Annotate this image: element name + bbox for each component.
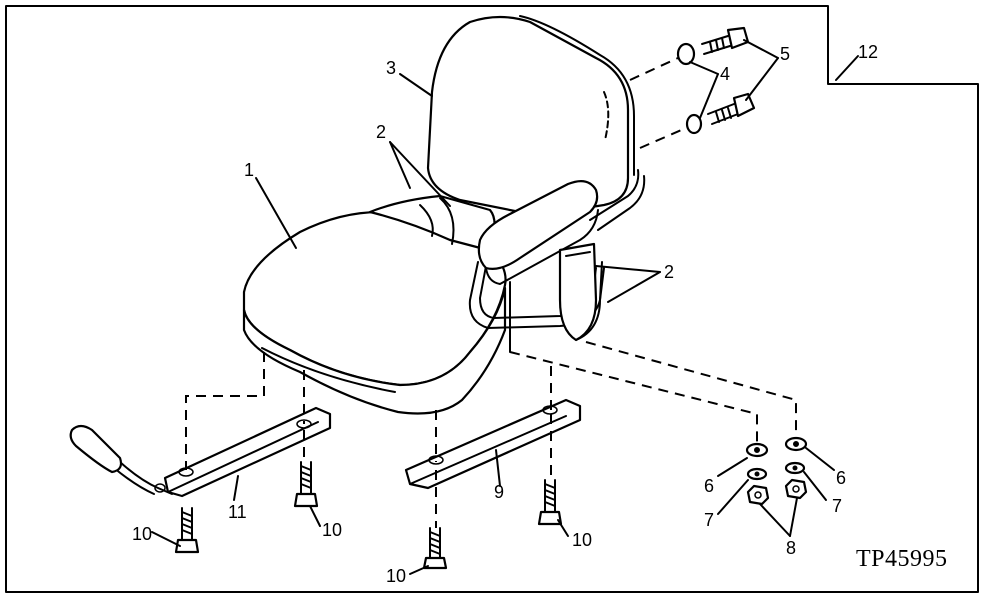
callout-10-a: 10 (132, 524, 152, 544)
callout-2-lower: 2 (664, 262, 674, 282)
backrest (426, 15, 635, 215)
bolt-5-upper (701, 26, 750, 55)
washer-7-right (784, 461, 806, 475)
washer-6-left (745, 442, 769, 458)
callout-12: 12 (858, 42, 878, 62)
callout-6-right: 6 (836, 468, 846, 488)
callout-9: 9 (494, 482, 504, 502)
bolt-10-rail9-front (422, 527, 448, 570)
assembly-lines (185, 57, 797, 528)
drawing-code: TP45995 (856, 546, 948, 572)
callout-7-right: 7 (832, 496, 842, 516)
callout-5: 5 (780, 44, 790, 64)
washer-6-right (784, 436, 808, 452)
callout-1: 1 (244, 160, 254, 180)
callout-10-c: 10 (386, 566, 406, 586)
bolt-10-rail11-rear (293, 461, 319, 508)
callout-6-left: 6 (704, 476, 714, 496)
callout-7-left: 7 (704, 510, 714, 530)
callout-4: 4 (720, 64, 730, 84)
callout-11: 11 (228, 502, 247, 522)
callout-10-b: 10 (322, 520, 342, 540)
leader-lines (151, 39, 859, 575)
callout-2-upper: 2 (376, 122, 386, 142)
callout-10-d: 10 (572, 530, 592, 550)
bolt-10-rail11-front (174, 507, 200, 554)
seat-cushion (242, 194, 507, 415)
callout-8: 8 (786, 538, 796, 558)
outer-frame (5, 5, 979, 593)
bolt-5-lower (707, 92, 756, 125)
slide-rail-left (69, 406, 332, 498)
washer-7-left (746, 467, 768, 481)
callout-3: 3 (386, 58, 396, 78)
washer-4-lower (685, 113, 703, 135)
nut-8-left (746, 484, 770, 506)
armrest (468, 169, 646, 353)
bolt-10-rail9-rear (537, 479, 563, 526)
washer-4-upper (676, 42, 696, 66)
nut-8-right (784, 478, 808, 500)
